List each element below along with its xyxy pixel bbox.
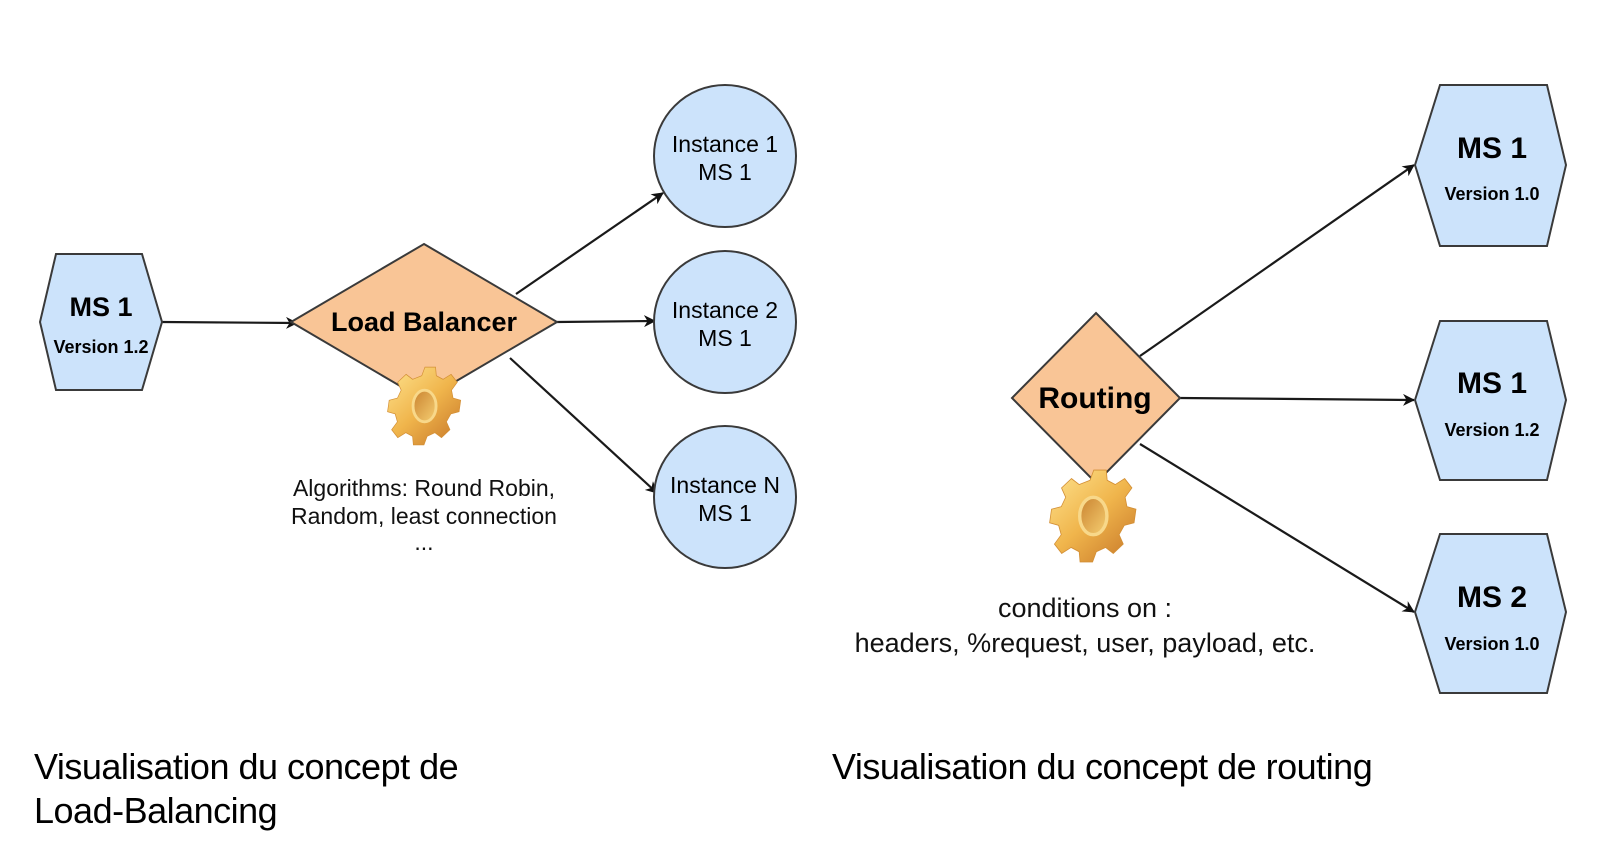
note-line: ... [414, 529, 433, 555]
edge-balancer-to-instance-2 [556, 315, 656, 328]
edge-router-to-target-2 [1179, 393, 1415, 406]
target-service-version: Version 1.2 [1444, 420, 1539, 440]
edge-source-to-balancer [161, 316, 298, 329]
target-service-title: MS 1 [1457, 132, 1527, 165]
conditions-note: conditions on : headers, %request, user,… [855, 593, 1316, 658]
hexagon-shape [1413, 320, 1568, 481]
source-service-title: MS 1 [69, 292, 132, 322]
edge-router-to-target-1 [1139, 164, 1415, 357]
edge-balancer-to-instance-n [509, 357, 658, 494]
note-line: Random, least connection [291, 503, 557, 529]
caption-line: Visualisation du concept de routing [832, 746, 1373, 787]
caption-line: Visualisation du concept de [34, 746, 459, 787]
instance-service: MS 1 [698, 325, 752, 351]
target-service-version: Version 1.0 [1444, 634, 1539, 654]
load-balancer-label: Load Balancer [331, 307, 518, 337]
gear-icon [1042, 468, 1144, 564]
target-service-title: MS 1 [1457, 367, 1527, 400]
note-line: conditions on : [998, 593, 1172, 623]
circle-shape [653, 425, 797, 569]
source-service-version: Version 1.2 [53, 337, 148, 357]
note-line: Algorithms: Round Robin, [293, 475, 555, 501]
instance-name: Instance 2 [672, 297, 778, 323]
instance-name: Instance N [670, 472, 780, 498]
instance-node-n[interactable]: Instance N MS 1 [653, 425, 797, 569]
circle-shape [653, 84, 797, 228]
edge-router-to-target-3 [1139, 443, 1415, 613]
load-balancing-caption: Visualisation du concept de Load-Balanci… [34, 745, 459, 833]
target-service-node-1[interactable]: MS 1 Version 1.0 [1413, 84, 1568, 247]
note-line: headers, %request, user, payload, etc. [855, 628, 1316, 658]
target-service-title: MS 2 [1457, 581, 1527, 614]
circle-shape [653, 250, 797, 394]
load-balancer-node[interactable]: Load Balancer [289, 242, 559, 402]
target-service-node-3[interactable]: MS 2 Version 1.0 [1413, 533, 1568, 694]
hexagon-shape [38, 253, 164, 391]
routing-caption: Visualisation du concept de routing [832, 745, 1373, 789]
caption-line: Load-Balancing [34, 790, 278, 831]
hexagon-shape [1413, 533, 1568, 694]
hexagon-shape [1413, 84, 1568, 247]
instance-service: MS 1 [698, 159, 752, 185]
edge-balancer-to-instance-1 [515, 192, 664, 295]
routing-node[interactable]: Routing [1010, 311, 1182, 485]
algorithms-note: Algorithms: Round Robin, Random, least c… [291, 475, 557, 555]
routing-label: Routing [1038, 382, 1151, 415]
instance-service: MS 1 [698, 500, 752, 526]
target-service-version: Version 1.0 [1444, 184, 1539, 204]
target-service-node-2[interactable]: MS 1 Version 1.2 [1413, 320, 1568, 481]
instance-name: Instance 1 [672, 131, 778, 157]
instance-node-2[interactable]: Instance 2 MS 1 [653, 250, 797, 394]
instance-node-1[interactable]: Instance 1 MS 1 [653, 84, 797, 228]
source-service-node[interactable]: MS 1 Version 1.2 [38, 253, 164, 391]
